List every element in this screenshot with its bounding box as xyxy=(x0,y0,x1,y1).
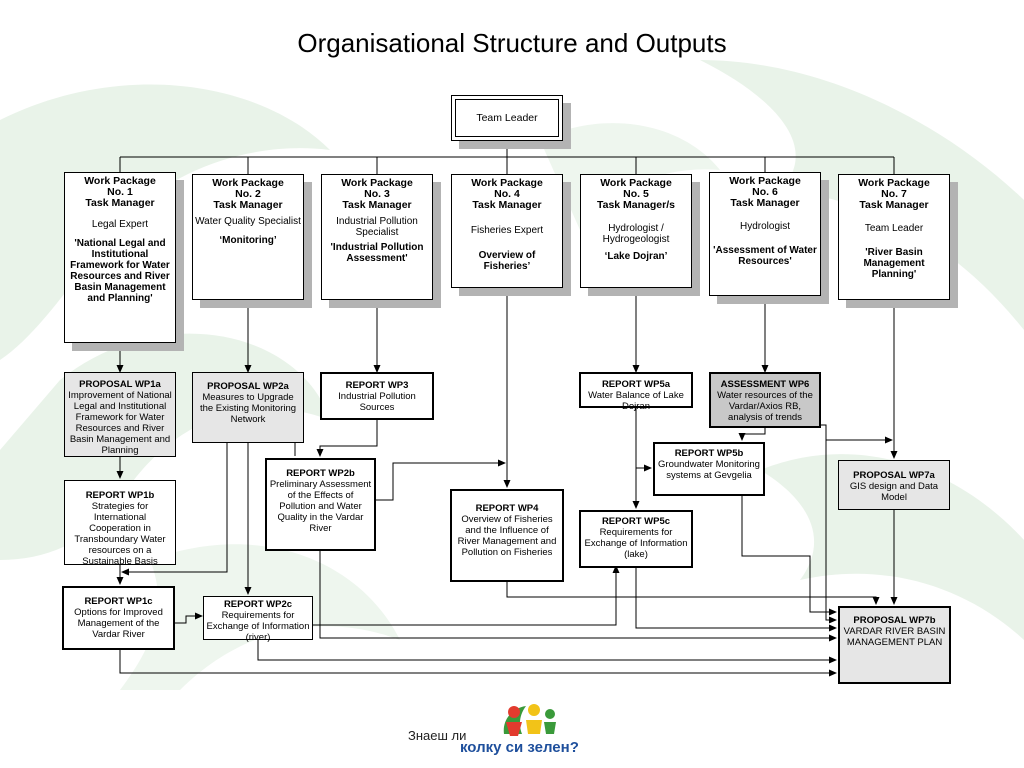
wp6-head: Work Package No. 6 Task Manager xyxy=(729,175,801,209)
wp5b-head: REPORT WP5b xyxy=(674,448,744,459)
work-package-5: Work Package No. 5 Task Manager/s Hydrol… xyxy=(580,174,692,288)
wp5a-head: REPORT WP5a xyxy=(601,379,671,390)
report-wp5b: REPORT WP5b Groundwater Monitoring syste… xyxy=(653,442,765,496)
logo-line-1: Знаеш ли xyxy=(408,728,467,743)
wp2c-head: REPORT WP2c xyxy=(223,599,293,610)
wp5-output: ‘Lake Dojran’ xyxy=(604,251,668,262)
wp4-out-text: Overview of Fisheries and the Influence … xyxy=(457,514,557,558)
wp5a-text: Water Balance of Lake Dojran xyxy=(588,390,684,412)
wp1a-text: Improvement of National Legal and Instit… xyxy=(68,390,172,456)
report-wp5c: REPORT WP5c Requirements for Exchange of… xyxy=(579,510,693,568)
wp5c-text: Requirements for Exchange of Information… xyxy=(584,527,688,560)
work-package-7: Work Package No. 7 Task Manager Team Lea… xyxy=(838,174,950,300)
wp6-output: 'Assessment of Water Resources' xyxy=(713,245,817,267)
wp7b-text: VARDAR RIVER BASIN MANAGEMENT PLAN xyxy=(843,626,946,648)
assessment-wp6: ASSESSMENT WP6 Water resources of the Va… xyxy=(709,372,821,428)
page-title: Organisational Structure and Outputs xyxy=(297,28,727,58)
wp1b-text: Strategies for International Cooperation… xyxy=(74,501,166,567)
wp7a-text: GIS design and Data Model xyxy=(849,481,939,503)
wp1a-head: PROPOSAL WP1a xyxy=(79,379,161,390)
wp5-head: Work Package No. 5 Task Manager/s xyxy=(596,177,675,211)
logo-line-2: колку си зелен? xyxy=(460,739,579,756)
wp6-out-head: ASSESSMENT WP6 xyxy=(720,379,810,390)
work-package-1: Work Package No. 1 Task Manager Legal Ex… xyxy=(64,172,176,343)
team-leader-label: Team Leader xyxy=(455,99,559,137)
wp7-head: Work Package No. 7 Task Manager xyxy=(858,177,930,211)
logo: Знаеш ли колку си зелен? xyxy=(408,700,623,762)
wp5c-head: REPORT WP5c xyxy=(601,516,671,527)
logo-figures-icon xyxy=(503,704,556,736)
proposal-wp1a: PROPOSAL WP1a Improvement of National Le… xyxy=(64,372,176,457)
wp2b-text: Preliminary Assessment of the Effects of… xyxy=(269,479,372,534)
work-package-2: Work Package No. 2 Task Manager Water Qu… xyxy=(192,174,304,300)
wp7-output: 'River Basin Management Planning' xyxy=(863,247,925,280)
wp3-role: Industrial Pollution Specialist xyxy=(336,216,418,238)
wp6-out-text: Water resources of the Vardar/Axios RB, … xyxy=(717,390,813,423)
wp3-output: 'Industrial Pollution Assessment' xyxy=(330,242,424,264)
wp5b-text: Groundwater Monitoring systems at Gevgel… xyxy=(658,459,760,481)
wp6-role: Hydrologist xyxy=(739,221,791,232)
wp4-role: Fisheries Expert xyxy=(470,225,544,236)
proposal-wp7a: PROPOSAL WP7a GIS design and Data Model xyxy=(838,460,950,510)
wp4-head: Work Package No. 4 Task Manager xyxy=(471,177,543,211)
wp3-head: Work Package No. 3 Task Manager xyxy=(341,177,413,211)
wp2-head: Work Package No. 2 Task Manager xyxy=(212,177,284,211)
report-wp1c: REPORT WP1c Options for Improved Managem… xyxy=(62,586,175,650)
wp1c-head: REPORT WP1c xyxy=(84,596,153,607)
proposal-wp2a: PROPOSAL WP2a Measures to Upgrade the Ex… xyxy=(192,372,304,443)
report-wp3: REPORT WP3 Industrial Pollution Sources xyxy=(320,372,434,420)
wp1-role: Legal Expert xyxy=(91,219,149,230)
wp1b-head: REPORT WP1b xyxy=(85,490,155,501)
wp2-output: ‘Monitoring’ xyxy=(219,235,277,246)
report-wp1b: REPORT WP1b Strategies for International… xyxy=(64,480,176,567)
wp7a-head: PROPOSAL WP7a xyxy=(853,470,935,481)
team-leader-box: Team Leader xyxy=(451,95,563,141)
report-wp2b: REPORT WP2b Preliminary Assessment of th… xyxy=(265,458,376,551)
report-wp4: REPORT WP4 Overview of Fisheries and the… xyxy=(450,489,564,582)
wp4-out-head: REPORT WP4 xyxy=(475,503,539,514)
wp2c-text: Requirements for Exchange of Information… xyxy=(206,610,310,643)
wp3-out-text: Industrial Pollution Sources xyxy=(338,391,416,413)
proposal-wp7b: PROPOSAL WP7b VARDAR RIVER BASIN MANAGEM… xyxy=(838,606,951,684)
report-wp5a: REPORT WP5a Water Balance of Lake Dojran xyxy=(579,372,693,412)
work-package-6: Work Package No. 6 Task Manager Hydrolog… xyxy=(709,172,821,296)
wp7b-head: PROPOSAL WP7b xyxy=(853,615,936,626)
wp2a-head: PROPOSAL WP2a xyxy=(207,381,289,392)
wp7-role: Team Leader xyxy=(864,223,924,234)
wp1c-text: Options for Improved Management of the V… xyxy=(74,607,163,640)
wp2a-text: Measures to Upgrade the Existing Monitor… xyxy=(199,392,297,425)
report-wp2c: REPORT WP2c Requirements for Exchange of… xyxy=(203,596,313,643)
wp5-role: Hydrologist / Hydrogeologist xyxy=(602,223,670,245)
wp1-head: Work Package No. 1 Task Manager xyxy=(84,175,156,209)
work-package-3: Work Package No. 3 Task Manager Industri… xyxy=(321,174,433,300)
wp3-out-head: REPORT WP3 xyxy=(345,380,409,391)
work-package-4: Work Package No. 4 Task Manager Fisherie… xyxy=(451,174,563,288)
wp2b-head: REPORT WP2b xyxy=(286,468,355,479)
wp2-role: Water Quality Specialist xyxy=(195,216,301,227)
wp4-output: Overview of Fisheries’ xyxy=(478,250,536,272)
wp1-output: 'National Legal and Institutional Framew… xyxy=(70,238,170,304)
